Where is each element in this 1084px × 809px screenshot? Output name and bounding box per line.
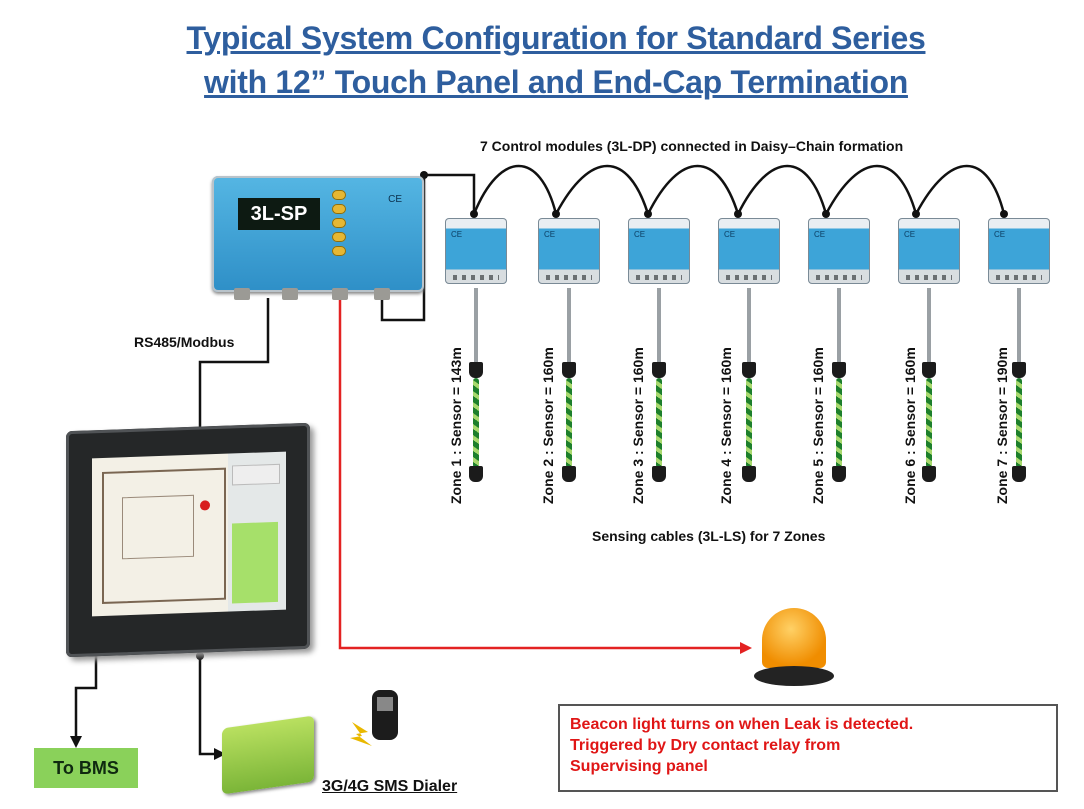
sensing-cable: [656, 378, 662, 468]
daisy-chain-wire: [554, 164, 650, 215]
supervising-panel-3l-sp: 3L-SP CE: [212, 176, 424, 300]
sms-dialer-device: [222, 715, 314, 795]
sensing-cable: [746, 378, 752, 468]
screen-header-graphic: [232, 463, 280, 486]
control-module-3l-dp: CE: [898, 218, 960, 284]
rs485-wire: [198, 298, 270, 430]
control-module-3l-dp: CE: [718, 218, 780, 284]
sensing-cable: [1016, 378, 1022, 468]
cable-connector: [562, 362, 576, 378]
beacon-note-line: Beacon light turns on when Leak is detec…: [570, 716, 914, 733]
beacon-note-box: Beacon light turns on when Leak is detec…: [558, 704, 1058, 792]
daisy-chain-wire: [646, 164, 740, 215]
beacon-relay-wire: [338, 292, 740, 650]
sensor-lead: [837, 288, 841, 364]
end-cap-icon: [469, 466, 483, 482]
beacon-base: [754, 666, 834, 686]
control-module-3l-dp: CE: [628, 218, 690, 284]
control-module-3l-dp: CE: [808, 218, 870, 284]
to-bms-box: To BMS: [34, 748, 138, 788]
daisy-chain-wire: [736, 164, 828, 215]
beacon-note-line: Supervising panel: [570, 758, 708, 775]
touch-panel-screen: [92, 451, 286, 617]
cable-connector: [469, 362, 483, 378]
daisy-chain-wire: [824, 164, 918, 215]
sensing-cable: [473, 378, 479, 468]
zone-2-label: Zone 2 : Sensor = 160m: [540, 347, 556, 504]
cable-gland: [282, 288, 298, 300]
sms-dialer-label: 3G/4G SMS Dialer: [322, 778, 458, 795]
screen-status-panel: [232, 521, 278, 604]
cable-connector: [652, 362, 666, 378]
control-module-3l-dp: CE: [445, 218, 507, 284]
sensor-lead: [567, 288, 571, 364]
cable-connector: [832, 362, 846, 378]
end-cap-icon: [1012, 466, 1026, 482]
end-cap-icon: [652, 466, 666, 482]
zone-5-label: Zone 5 : Sensor = 160m: [810, 347, 826, 504]
mobile-phone-icon: [372, 690, 398, 740]
cable-connector: [742, 362, 756, 378]
control-modules-label: 7 Control modules (3L-DP) connected in D…: [480, 138, 904, 154]
sensor-lead: [927, 288, 931, 364]
sensor-lead: [657, 288, 661, 364]
end-cap-icon: [562, 466, 576, 482]
end-cap-icon: [832, 466, 846, 482]
zone-6-label: Zone 6 : Sensor = 160m: [902, 347, 918, 504]
zone-7-label: Zone 7 : Sensor = 190m: [994, 347, 1010, 504]
cable-connector: [1012, 362, 1026, 378]
page-title-line-1: Typical System Configuration for Standar…: [186, 20, 926, 56]
end-cap-icon: [742, 466, 756, 482]
touch-panel-12in: [66, 422, 310, 658]
daisy-chain-wire: [914, 164, 1006, 215]
cable-connector: [922, 362, 936, 378]
zone-1-label: Zone 1 : Sensor = 143m: [448, 347, 464, 504]
bms-wire: [74, 636, 98, 740]
dialer-wire: [198, 656, 218, 756]
panel-button: [332, 190, 346, 200]
beacon-note-line: Triggered by Dry contact relay from: [570, 737, 841, 754]
zone-4-label: Zone 4 : Sensor = 160m: [718, 347, 734, 504]
panel-button: [332, 218, 346, 228]
sensing-cable: [566, 378, 572, 468]
sensor-lead: [747, 288, 751, 364]
beacon-light-icon: [762, 608, 826, 668]
rs485-label: RS485/Modbus: [134, 334, 235, 350]
wireless-signal-icon: [350, 722, 372, 746]
cable-gland: [332, 288, 348, 300]
control-module-3l-dp: CE: [538, 218, 600, 284]
panel-to-module-wire: [380, 173, 476, 322]
page-title-line-2: with 12” Touch Panel and End-Cap Termina…: [204, 64, 908, 100]
daisy-chain-wire: [472, 164, 558, 215]
sensor-lead: [1017, 288, 1021, 364]
panel-button: [332, 232, 346, 242]
cable-gland: [234, 288, 250, 300]
sensor-lead: [474, 288, 478, 364]
floor-plan-graphic: [122, 494, 194, 560]
supervising-panel-display: 3L-SP: [238, 198, 320, 230]
ce-mark-icon: CE: [388, 194, 402, 205]
sensing-cables-label: Sensing cables (3L-LS) for 7 Zones: [592, 528, 826, 544]
end-cap-icon: [922, 466, 936, 482]
sensing-cable: [926, 378, 932, 468]
control-module-3l-dp: CE: [988, 218, 1050, 284]
panel-button: [332, 204, 346, 214]
cable-gland: [374, 288, 390, 300]
panel-button: [332, 246, 346, 256]
zone-3-label: Zone 3 : Sensor = 160m: [630, 347, 646, 504]
sensing-cable: [836, 378, 842, 468]
